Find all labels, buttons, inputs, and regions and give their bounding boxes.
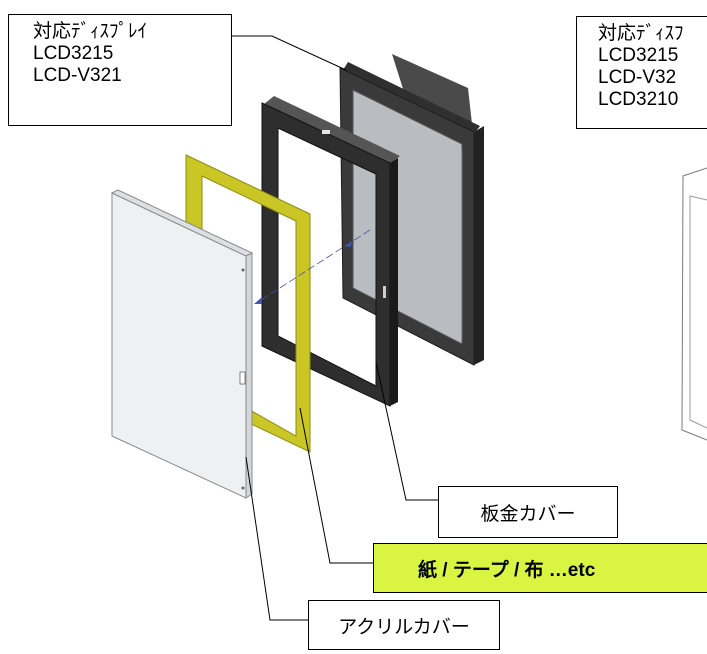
callout-right-line-2: LCD3215 bbox=[598, 45, 679, 66]
label-acrylic-cover: アクリルカバー bbox=[308, 600, 500, 650]
leader-lines bbox=[232, 35, 438, 621]
callout-left-line-2: LCD3215 bbox=[33, 43, 114, 64]
callout-right-line-3: LCD-V32 bbox=[598, 67, 677, 88]
leader-line-paper bbox=[299, 407, 373, 564]
callout-right-line-1: 対応ﾃﾞｨｽﾌ bbox=[598, 23, 684, 44]
leader-line-acrylic bbox=[245, 456, 308, 621]
display-unit bbox=[339, 54, 484, 366]
callout-compatible-displays-right: 対応ﾃﾞｨｽﾌ LCD3215 LCD-V32 LCD3210 bbox=[576, 16, 707, 129]
label-paper-tape-cloth: 紙 / テープ / 布 …etc bbox=[373, 543, 707, 593]
leader-line-sheet-metal bbox=[375, 361, 438, 501]
callout-right-line-4: LCD3210 bbox=[598, 89, 679, 110]
leader-line-display bbox=[232, 35, 347, 71]
assembly-axis-arrows bbox=[254, 229, 371, 304]
callout-compatible-displays-left: 対応ﾃﾞｨｽﾌﾟﾚｲ LCD3215 LCD-V321 bbox=[8, 14, 232, 126]
right-partial-assembly bbox=[681, 167, 707, 441]
callout-left-line-1: 対応ﾃﾞｨｽﾌﾟﾚｲ bbox=[33, 21, 148, 42]
callout-left-line-3: LCD-V321 bbox=[33, 65, 122, 86]
sheet-metal-cover bbox=[261, 96, 400, 407]
label-sheet-metal-cover: 板金カバー bbox=[438, 486, 618, 538]
acrylic-cover bbox=[110, 189, 254, 499]
